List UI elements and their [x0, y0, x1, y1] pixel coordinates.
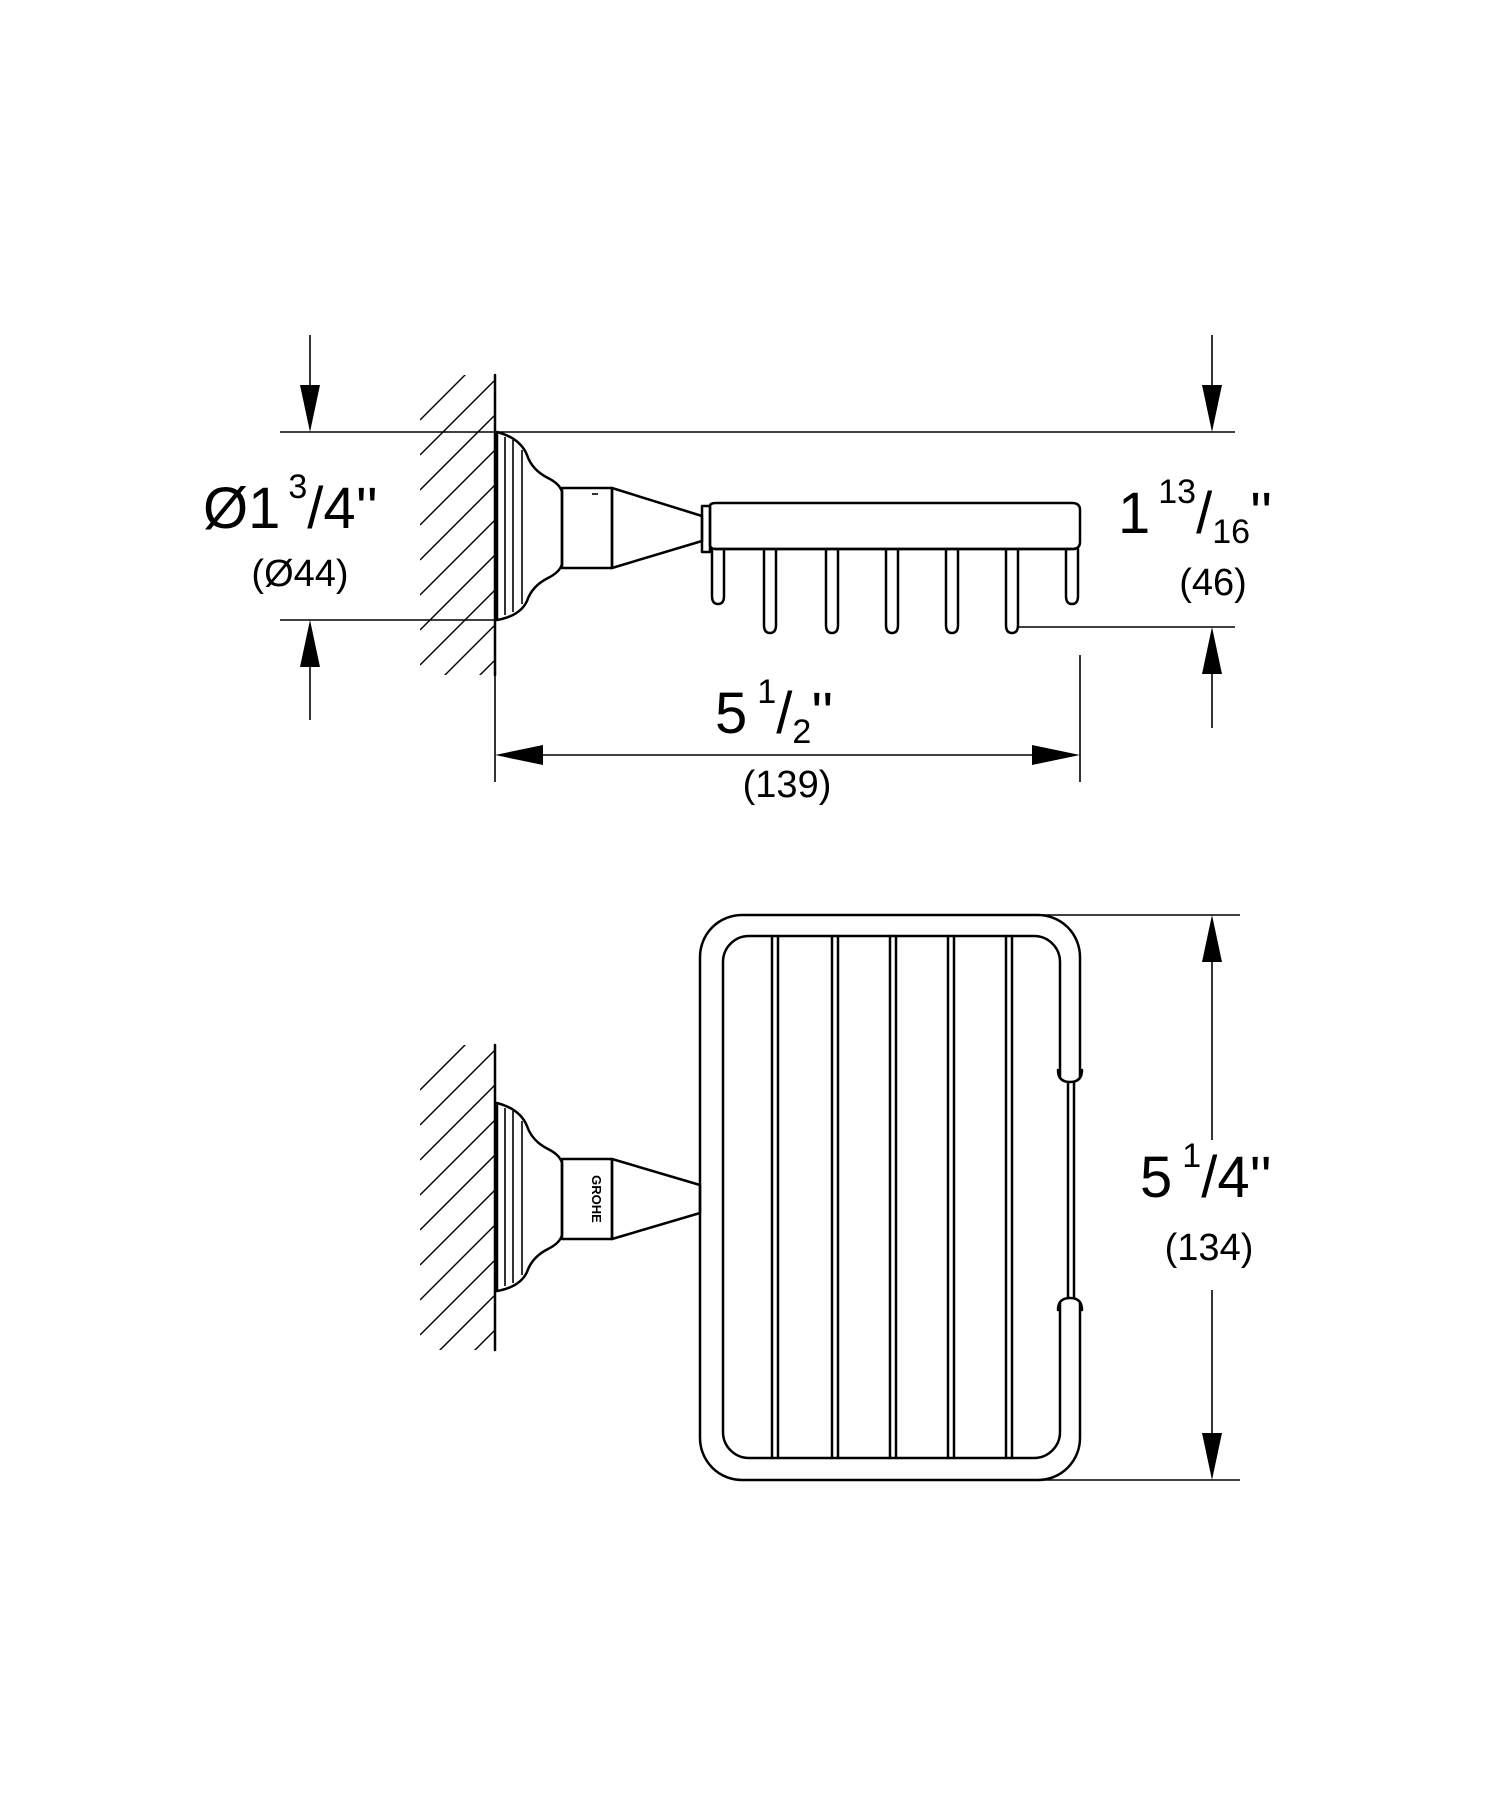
svg-text:Ø13/4'': Ø13/4'': [203, 468, 378, 541]
svg-text:51/4'': 51/4'': [1140, 1137, 1272, 1210]
top-view: GROHE: [420, 913, 1272, 1482]
basket-top: [698, 913, 1085, 1482]
width-numerator: 1: [1182, 1137, 1201, 1175]
diameter-metric: (Ø44): [251, 553, 348, 595]
wall-hatching-top: [420, 373, 497, 677]
height-metric: (46): [1179, 562, 1247, 604]
depth-slash: /: [776, 681, 793, 746]
depth-denominator: 2: [792, 713, 811, 751]
depth-metric: (139): [743, 764, 832, 806]
diameter-dimension: [280, 335, 497, 720]
depth-whole: 5: [715, 681, 747, 746]
diameter-slash: /: [307, 476, 324, 541]
diameter-denominator: 4: [323, 476, 355, 541]
diameter-numerator: 3: [288, 468, 307, 506]
wall-flange: [495, 430, 564, 622]
basket-side: [708, 501, 1082, 635]
height-numerator: 13: [1158, 473, 1196, 511]
svg-text:51/2'': 51/2'': [715, 673, 833, 751]
depth-inch: '': [811, 681, 833, 746]
width-dimension: [1040, 914, 1240, 1481]
height-denominator: 16: [1212, 513, 1250, 551]
height-inch: '': [1250, 481, 1272, 546]
depth-numerator: 1: [757, 673, 776, 711]
support-arm: [560, 486, 712, 570]
height-slash: /: [1196, 481, 1213, 546]
width-whole: 5: [1140, 1145, 1172, 1210]
diameter-inch: '': [356, 476, 378, 541]
width-inch: '': [1250, 1145, 1272, 1210]
brand-logo-text: GROHE: [589, 1175, 604, 1223]
width-metric: (134): [1165, 1227, 1254, 1269]
support-arm-top: GROHE: [560, 1157, 702, 1241]
brand-logo: GROHE: [589, 1175, 604, 1223]
diameter-whole: Ø1: [203, 476, 280, 541]
wall-hatching-bottom: [420, 1043, 497, 1352]
depth-dimension: [494, 655, 1081, 782]
width-denominator: 4: [1217, 1145, 1249, 1210]
wall-flange-top: [495, 1101, 564, 1293]
height-dimension: [497, 335, 1235, 728]
height-whole: 1: [1118, 481, 1150, 546]
svg-text:113/16'': 113/16'': [1118, 473, 1272, 551]
width-slash: /: [1201, 1145, 1218, 1210]
